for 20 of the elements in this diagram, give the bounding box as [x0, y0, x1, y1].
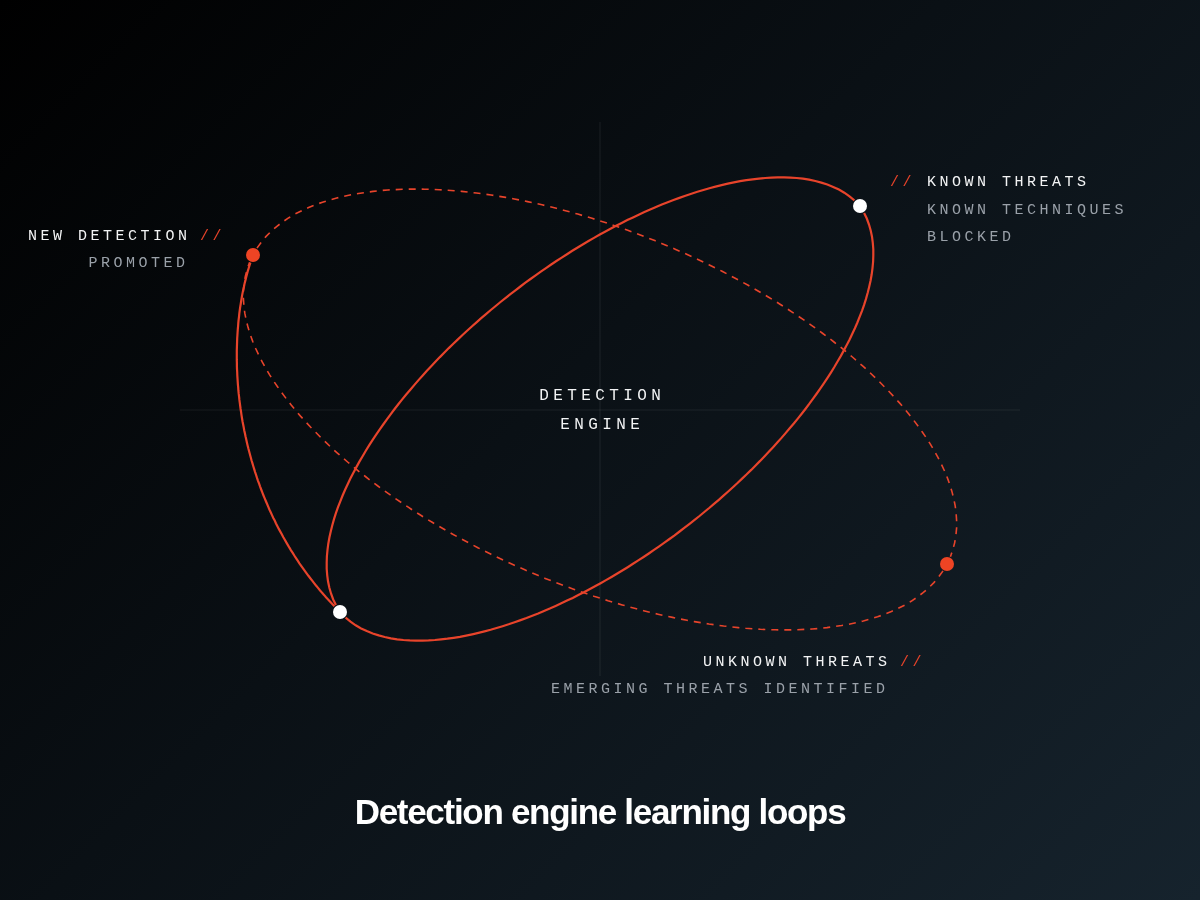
dot-marker: [853, 199, 867, 213]
dashed-curve: [242, 261, 944, 631]
dashed-curve: [256, 188, 958, 558]
curved-line: [344, 212, 875, 642]
dot-marker: [246, 248, 260, 262]
center-label: DETECTION ENGINE: [538, 385, 666, 436]
diagram-title: Detection engine learning loops: [354, 791, 846, 833]
callout-heading: KNOWN THREATS: [927, 174, 1090, 192]
callout-heading: NEW DETECTION: [27, 228, 191, 246]
curved-line: [235, 262, 336, 608]
callout-text: KNOWN TECHNIQUES BLOCKED: [927, 200, 1129, 248]
curved-line: [325, 176, 856, 606]
dot-marker: [333, 605, 347, 619]
callout-text: PROMOTED: [88, 255, 189, 273]
slash-separator: //: [890, 174, 915, 192]
dot-marker: [940, 557, 954, 571]
slash-separator: //: [200, 228, 225, 246]
callout-heading: UNKNOWN THREATS: [702, 654, 891, 672]
callout-text: EMERGING THREATS IDENTIFIED: [550, 681, 889, 699]
slash-separator: //: [900, 654, 925, 672]
